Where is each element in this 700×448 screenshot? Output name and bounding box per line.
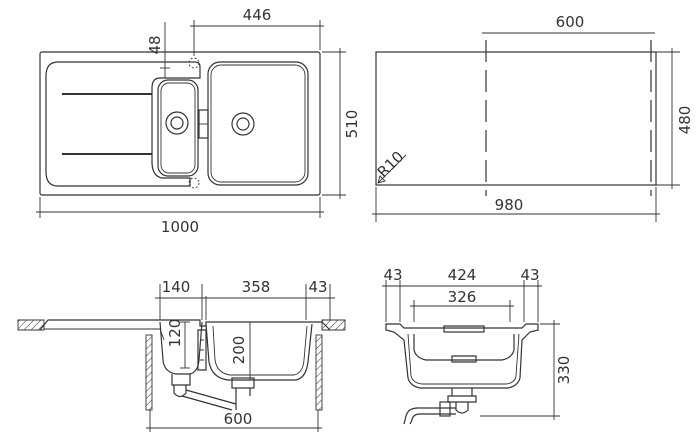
dim-cabinet: 600 (146, 410, 322, 432)
section-trap (447, 388, 477, 414)
dim-cutout-width: 600 (482, 13, 655, 34)
dim-total-length-label: 1000 (161, 218, 199, 236)
worktop-left (17, 319, 45, 331)
section-outline (385, 323, 539, 389)
dim-rim-label: 43 (308, 278, 327, 296)
dim-small-depth: 120 (166, 319, 190, 369)
dim-section-inner: 326 (410, 288, 514, 322)
main-drain-outer (231, 112, 255, 136)
dim-section-width-label: 424 (448, 266, 477, 284)
dim-depth-label: 510 (343, 110, 361, 139)
dim-section-depth: 330 (480, 320, 573, 420)
dim-cutout-length: 980 (372, 187, 660, 222)
dim-bowl-width: 446 (190, 6, 324, 56)
waste-outlet (231, 377, 255, 389)
main-bowl (207, 61, 309, 186)
dim-drain-offset: 48 (146, 22, 170, 78)
section-overflow (443, 325, 485, 333)
cutout-outline (375, 51, 657, 186)
small-bowl-inner (160, 82, 196, 174)
dim-depth: 510 (322, 48, 361, 199)
dim-cutout-depth-label: 480 (676, 106, 694, 135)
section-waste-pipe (403, 407, 456, 425)
dim-cabinet-label: 600 (224, 410, 253, 428)
dim-small-bowl-label: 140 (162, 278, 191, 296)
dim-section-rim-left-label: 43 (383, 266, 402, 284)
dim-small-depth-label: 120 (166, 319, 184, 348)
small-drain-outer (165, 111, 189, 135)
dim-drain-offset-label: 48 (146, 35, 164, 54)
main-drain-inner (236, 117, 250, 131)
overflow-pipe (197, 329, 207, 371)
top-view: 48 446 510 1000 (36, 6, 361, 236)
tap-hole (188, 177, 200, 189)
section-inner-bowl (413, 334, 515, 361)
dim-cutout-width-label: 600 (556, 13, 585, 31)
waste-pipe (181, 389, 237, 411)
dim-section-inner-label: 326 (448, 288, 477, 306)
dim-main-bowl-label: 358 (242, 278, 271, 296)
dim-cutout-depth: 480 (656, 48, 694, 189)
cutout-view: 600 480 R10 980 (372, 13, 694, 222)
dim-main-depth: 200 (230, 321, 255, 381)
dim-section-top: 43 424 43 (382, 266, 542, 322)
cabinet-wall-left (145, 334, 153, 411)
small-drain-inner (170, 116, 184, 130)
small-bowl (157, 79, 199, 177)
cabinet-wall-right (315, 334, 323, 411)
dim-bowl-width-label: 446 (243, 6, 272, 24)
dim-corner-radius-label: R10 (374, 148, 408, 182)
side-view: 140 358 43 120 200 600 (17, 278, 346, 432)
trap (171, 374, 191, 398)
tap-hole (188, 57, 200, 69)
section-view: 43 424 43 326 330 (382, 266, 573, 425)
dim-side-top: 140 358 43 (155, 278, 335, 320)
dim-corner-radius: R10 (374, 148, 408, 184)
drainer-area (45, 61, 201, 187)
sink-outline (39, 51, 321, 196)
dim-total-length: 1000 (36, 197, 324, 236)
dim-main-depth-label: 200 (230, 336, 248, 365)
main-bowl-inner (210, 64, 306, 183)
sink-profile (39, 319, 331, 331)
side-main-bowl (205, 323, 313, 381)
dim-cutout-length-label: 980 (495, 196, 524, 214)
dim-section-depth-label: 330 (555, 356, 573, 385)
dim-section-rim-right-label: 43 (520, 266, 539, 284)
